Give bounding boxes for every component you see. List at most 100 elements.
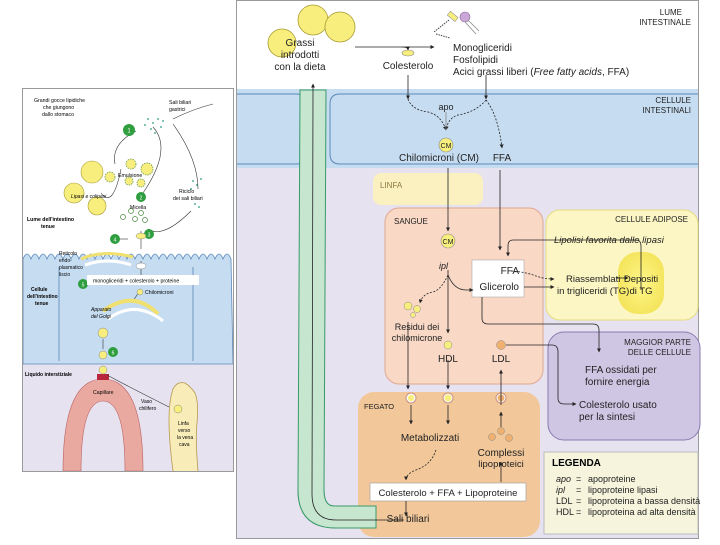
legend-desc-apo: apoproteine <box>588 474 636 484</box>
fat-droplet <box>267 28 297 58</box>
complexes-label-2: lipoproteici <box>478 459 523 470</box>
monoglyceride <box>135 232 147 240</box>
step-5: 5 <box>82 283 85 289</box>
lymph-region <box>373 173 483 205</box>
stomach-drops-label-1: Grandi gocce lipidiche <box>34 98 85 104</box>
interstitial-label: Liquido interstiziale <box>25 372 72 378</box>
bile-channel-end <box>297 489 377 529</box>
lipase-label: Lipasi e colipasi <box>71 194 107 200</box>
legend-eq: = <box>576 507 581 517</box>
cm-particle-blood <box>440 233 456 249</box>
arrow-to-cholesterol <box>401 46 410 51</box>
lymph-label: LINFA <box>380 181 403 190</box>
legend-abbr-apo: apo <box>556 474 571 484</box>
liver-products-label: Colesterolo + FFA + Lipoproteine <box>379 488 518 499</box>
ffa-box-label: FFA <box>501 266 520 277</box>
fat-droplet <box>87 196 107 216</box>
legend-desc-hdl: lipoproteina ad alta densità <box>588 507 696 517</box>
cm-badge-text: CM <box>441 143 452 150</box>
lymph-label-3: la vena <box>177 435 193 441</box>
tg-deposits-label-1: Depositi <box>624 274 658 285</box>
legend-eq: = <box>576 496 581 506</box>
hdl-entry <box>444 394 452 402</box>
blood-label: SANGUE <box>394 217 428 226</box>
most-cells-label-2: DELLE CELLULE <box>628 348 691 357</box>
lymph-label-4: cava <box>179 442 190 448</box>
legend-desc-ldl: lipoproteina a bassa densità <box>588 496 700 506</box>
legend-box <box>543 451 699 535</box>
dietary-fat-label-1: Grassi <box>286 38 315 49</box>
lumen-label-1: Lume dell'intestino <box>27 217 74 223</box>
smooth-er <box>80 252 134 261</box>
monoglyceride-icon <box>446 10 459 22</box>
stomach-drops-label-3: dallo stomaco <box>42 112 74 118</box>
fat-droplet <box>324 11 356 43</box>
capillary-label: Capillare <box>93 390 114 396</box>
lumen-label-1: LUME <box>660 8 682 17</box>
lymph-label-2: verso <box>178 428 190 434</box>
fat-droplet <box>63 182 85 204</box>
intestinal-cells-label-1: CELLULE <box>655 96 691 105</box>
cholesterol-synthesis-label-2: per la sintesi <box>579 412 635 423</box>
phospholipid-tails <box>464 19 480 35</box>
hdl-particle <box>443 340 453 350</box>
golgi-label-2: del Golgi <box>91 314 112 320</box>
left-figure: 1 2 3 4 5 6 monogliceridi + colesterolo … <box>22 88 234 472</box>
step-3: 3 <box>148 233 151 239</box>
monoglyceride <box>135 262 147 270</box>
lacteal <box>168 382 199 471</box>
fat-droplet <box>297 4 329 36</box>
ldl-particle <box>496 340 506 350</box>
micelle-label: Micella <box>130 205 146 211</box>
lumen-label-2: tenue <box>41 224 55 230</box>
complex-particle <box>497 427 505 435</box>
lymph-label-1: Linfa <box>178 421 189 427</box>
chylomicron-exit <box>98 365 108 375</box>
remnants-label-1: Residui dei <box>395 322 440 332</box>
chylomicron <box>136 288 144 296</box>
ldl-label: LDL <box>492 354 511 365</box>
capillary <box>62 378 144 471</box>
monoglycerides-label: Monogliceridi <box>453 43 512 54</box>
golgi <box>101 298 160 316</box>
dietary-fat-label-2: introdotti <box>281 50 319 61</box>
chylomicron-lymph <box>173 404 183 414</box>
main-figure: LUME INTESTINALE CELLULE INTESTINALI LIN… <box>236 0 720 540</box>
left-figure-svg: 1 2 3 4 5 6 monogliceridi + colesterolo … <box>23 98 233 471</box>
bile-salts-label-1: Sali biliari <box>169 100 191 106</box>
fat-droplet <box>80 160 104 184</box>
most-cells-region <box>547 331 701 441</box>
main-figure-svg: LUME INTESTINALE CELLULE INTESTINALI LIN… <box>236 0 701 539</box>
liver-label: FEGATO <box>364 402 394 411</box>
step-1: 1 <box>127 129 131 135</box>
smooth-er-label-1: Reticolo <box>59 251 77 257</box>
emulsion-label: Emulsione <box>118 173 142 179</box>
cell-label-2: dell'intestino <box>27 294 58 300</box>
remnants-label-2: chilomicrone <box>392 333 443 343</box>
glycerol-label: Glicerolo <box>480 282 520 293</box>
adipose-label: CELLULE ADIPOSE <box>615 215 688 224</box>
legend-desc-ipl: lipoproteine lipasi <box>588 485 658 495</box>
phospholipids-label: Fosfolipidi <box>453 55 498 66</box>
remnant-particle <box>410 312 416 318</box>
bile-salt-dots <box>144 118 202 208</box>
bile-recycle-label-1: Riciclo <box>179 189 194 195</box>
cell-label-1: Cellule <box>31 287 48 293</box>
intestinal-ffa-label: FFA <box>493 153 512 164</box>
smooth-er <box>84 259 132 267</box>
synthesis-box <box>87 275 199 285</box>
complex-particle <box>488 433 496 441</box>
golgi-label-1: Apparato <box>90 307 112 313</box>
cell-outline-right <box>329 93 698 165</box>
flow-arrows <box>311 45 642 521</box>
smooth-er-label-3: plasmatico <box>59 265 83 271</box>
bile-salts-label-2: gastrici <box>169 107 185 113</box>
hdl-label: HDL <box>438 354 458 365</box>
fatty-acid-tail <box>433 19 450 33</box>
stomach-drops-label-2: che giungono <box>43 105 74 111</box>
bile-recycle-label-2: dei sali biliari <box>173 196 203 202</box>
ffa-oxidized-label-2: fornire energia <box>585 377 650 388</box>
lacteal-label-2: chilifero <box>139 406 156 412</box>
reassembled-label-1: Riassemblati <box>566 274 620 285</box>
micelles <box>120 208 148 223</box>
